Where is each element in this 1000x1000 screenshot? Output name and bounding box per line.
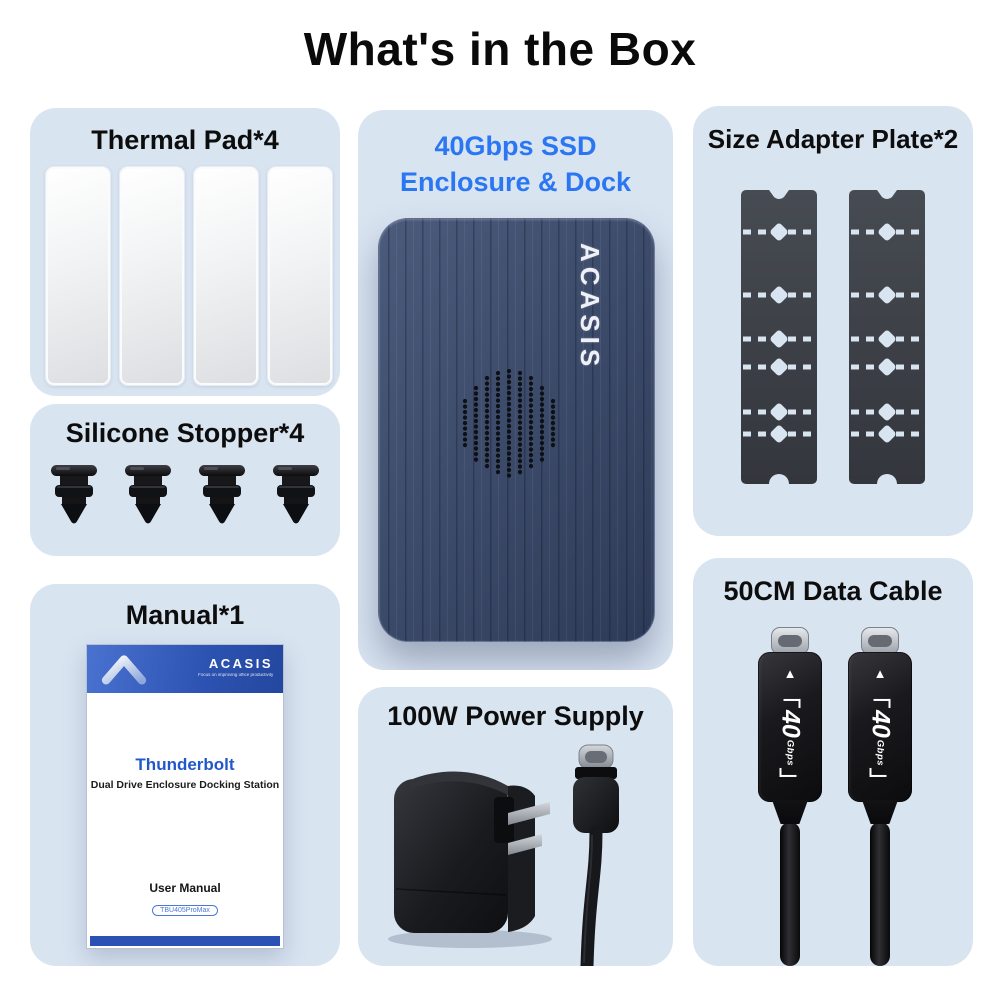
orientation-arrow-icon: ▲ (873, 666, 887, 681)
thermal-pad-image (267, 166, 333, 386)
manual-cover-footer-bar (90, 936, 280, 946)
silicone-stopper-image (51, 465, 97, 524)
manual-cover-body: Thunderbolt Dual Drive Enclosure Docking… (87, 693, 283, 938)
ssd-enclosure-panel: 40Gbps SSD Enclosure & Dock ACASIS (358, 110, 673, 670)
thermal-pad-image (45, 166, 111, 386)
power-supply-label: 100W Power Supply (387, 701, 644, 731)
vent-holes-icon (462, 369, 556, 479)
data-cable-label: 50CM Data Cable (723, 576, 943, 606)
page-title: What's in the Box (303, 23, 697, 75)
manual-model-text: TBU405ProMax (152, 905, 218, 916)
usb-c-connector-image (573, 744, 619, 966)
manual-model-pill: TBU405ProMax (87, 899, 283, 917)
manual-label: Manual*1 (125, 600, 245, 630)
thermal-pad-label: Thermal Pad*4 (91, 125, 279, 155)
ssd-enclosure-image: ACASIS (378, 218, 655, 642)
usb-c-cable-connector-image: ▲ 40 Gbps (835, 627, 925, 966)
adapter-plate-group (693, 190, 973, 484)
speed-value: 40 (776, 709, 805, 738)
silicone-stopper-image (125, 465, 171, 524)
strain-relief (862, 800, 898, 824)
speed-marking: 40 Gbps (776, 698, 805, 777)
manual-cover-header: ACASIS Focus on improving office product… (87, 645, 283, 693)
usb-c-tip (861, 627, 899, 655)
acasis-chevron-logo-icon (101, 655, 147, 685)
manual-cover-image: ACASIS Focus on improving office product… (86, 644, 284, 949)
enclosure-label-line1: 40Gbps SSD (434, 131, 597, 161)
acasis-tagline: Focus on improving office productivity (197, 673, 273, 678)
acasis-brand-text: ACASIS (208, 656, 273, 671)
enclosure-label: 40Gbps SSD Enclosure & Dock (358, 110, 673, 200)
usb-c-tip (771, 627, 809, 655)
manual-subtitle: Dual Drive Enclosure Docking Station (90, 779, 280, 791)
thermal-pad-group (45, 166, 333, 386)
manual-product-line: Thunderbolt (135, 755, 235, 774)
silicone-stopper-label: Silicone Stopper*4 (65, 418, 305, 448)
silicone-stopper-panel: Silicone Stopper*4 (30, 404, 340, 556)
thermal-pad-image (193, 166, 259, 386)
power-adapter-image (388, 744, 619, 966)
usb-c-connector-body: ▲ 40 Gbps (848, 652, 912, 802)
bracket-icon (873, 698, 891, 708)
silicone-stopper-image (199, 465, 245, 524)
orientation-arrow-icon: ▲ (783, 666, 797, 681)
bracket-icon (783, 698, 801, 708)
silicone-stopper-image (273, 465, 319, 524)
manual-doc-type: User Manual (149, 881, 221, 895)
cable-cord (870, 822, 890, 966)
cable-cord (780, 822, 800, 966)
speed-marking: 40 Gbps (866, 698, 895, 777)
speed-unit: Gbps (874, 739, 886, 766)
enclosure-brand-vertical-text: ACASIS (575, 243, 605, 372)
bracket-icon (779, 767, 797, 777)
acasis-brand-block: ACASIS Focus on improving office product… (173, 656, 273, 679)
speed-value: 40 (866, 709, 895, 738)
strain-relief (772, 800, 808, 824)
usb-c-cable-connector-image: ▲ 40 Gbps (745, 627, 835, 966)
manual-panel: Manual*1 ACASIS Focus on improving offic… (30, 584, 340, 966)
adapter-plate-label: Size Adapter Plate*2 (707, 124, 959, 154)
adapter-plate-image (741, 190, 817, 484)
bracket-icon (869, 767, 887, 777)
usb-c-connector-body: ▲ 40 Gbps (758, 652, 822, 802)
speed-unit: Gbps (784, 739, 796, 766)
data-cable-panel: 50CM Data Cable ▲ 40 Gbps ▲ (693, 558, 973, 966)
power-supply-panel: 100W Power Supply (358, 687, 673, 966)
thermal-pad-image (119, 166, 185, 386)
adapter-plate-panel: Size Adapter Plate*2 (693, 106, 973, 536)
adapter-plate-image (849, 190, 925, 484)
silicone-stopper-group (30, 464, 340, 526)
thermal-pad-panel: Thermal Pad*4 (30, 108, 340, 396)
enclosure-label-line2: Enclosure & Dock (399, 167, 632, 197)
